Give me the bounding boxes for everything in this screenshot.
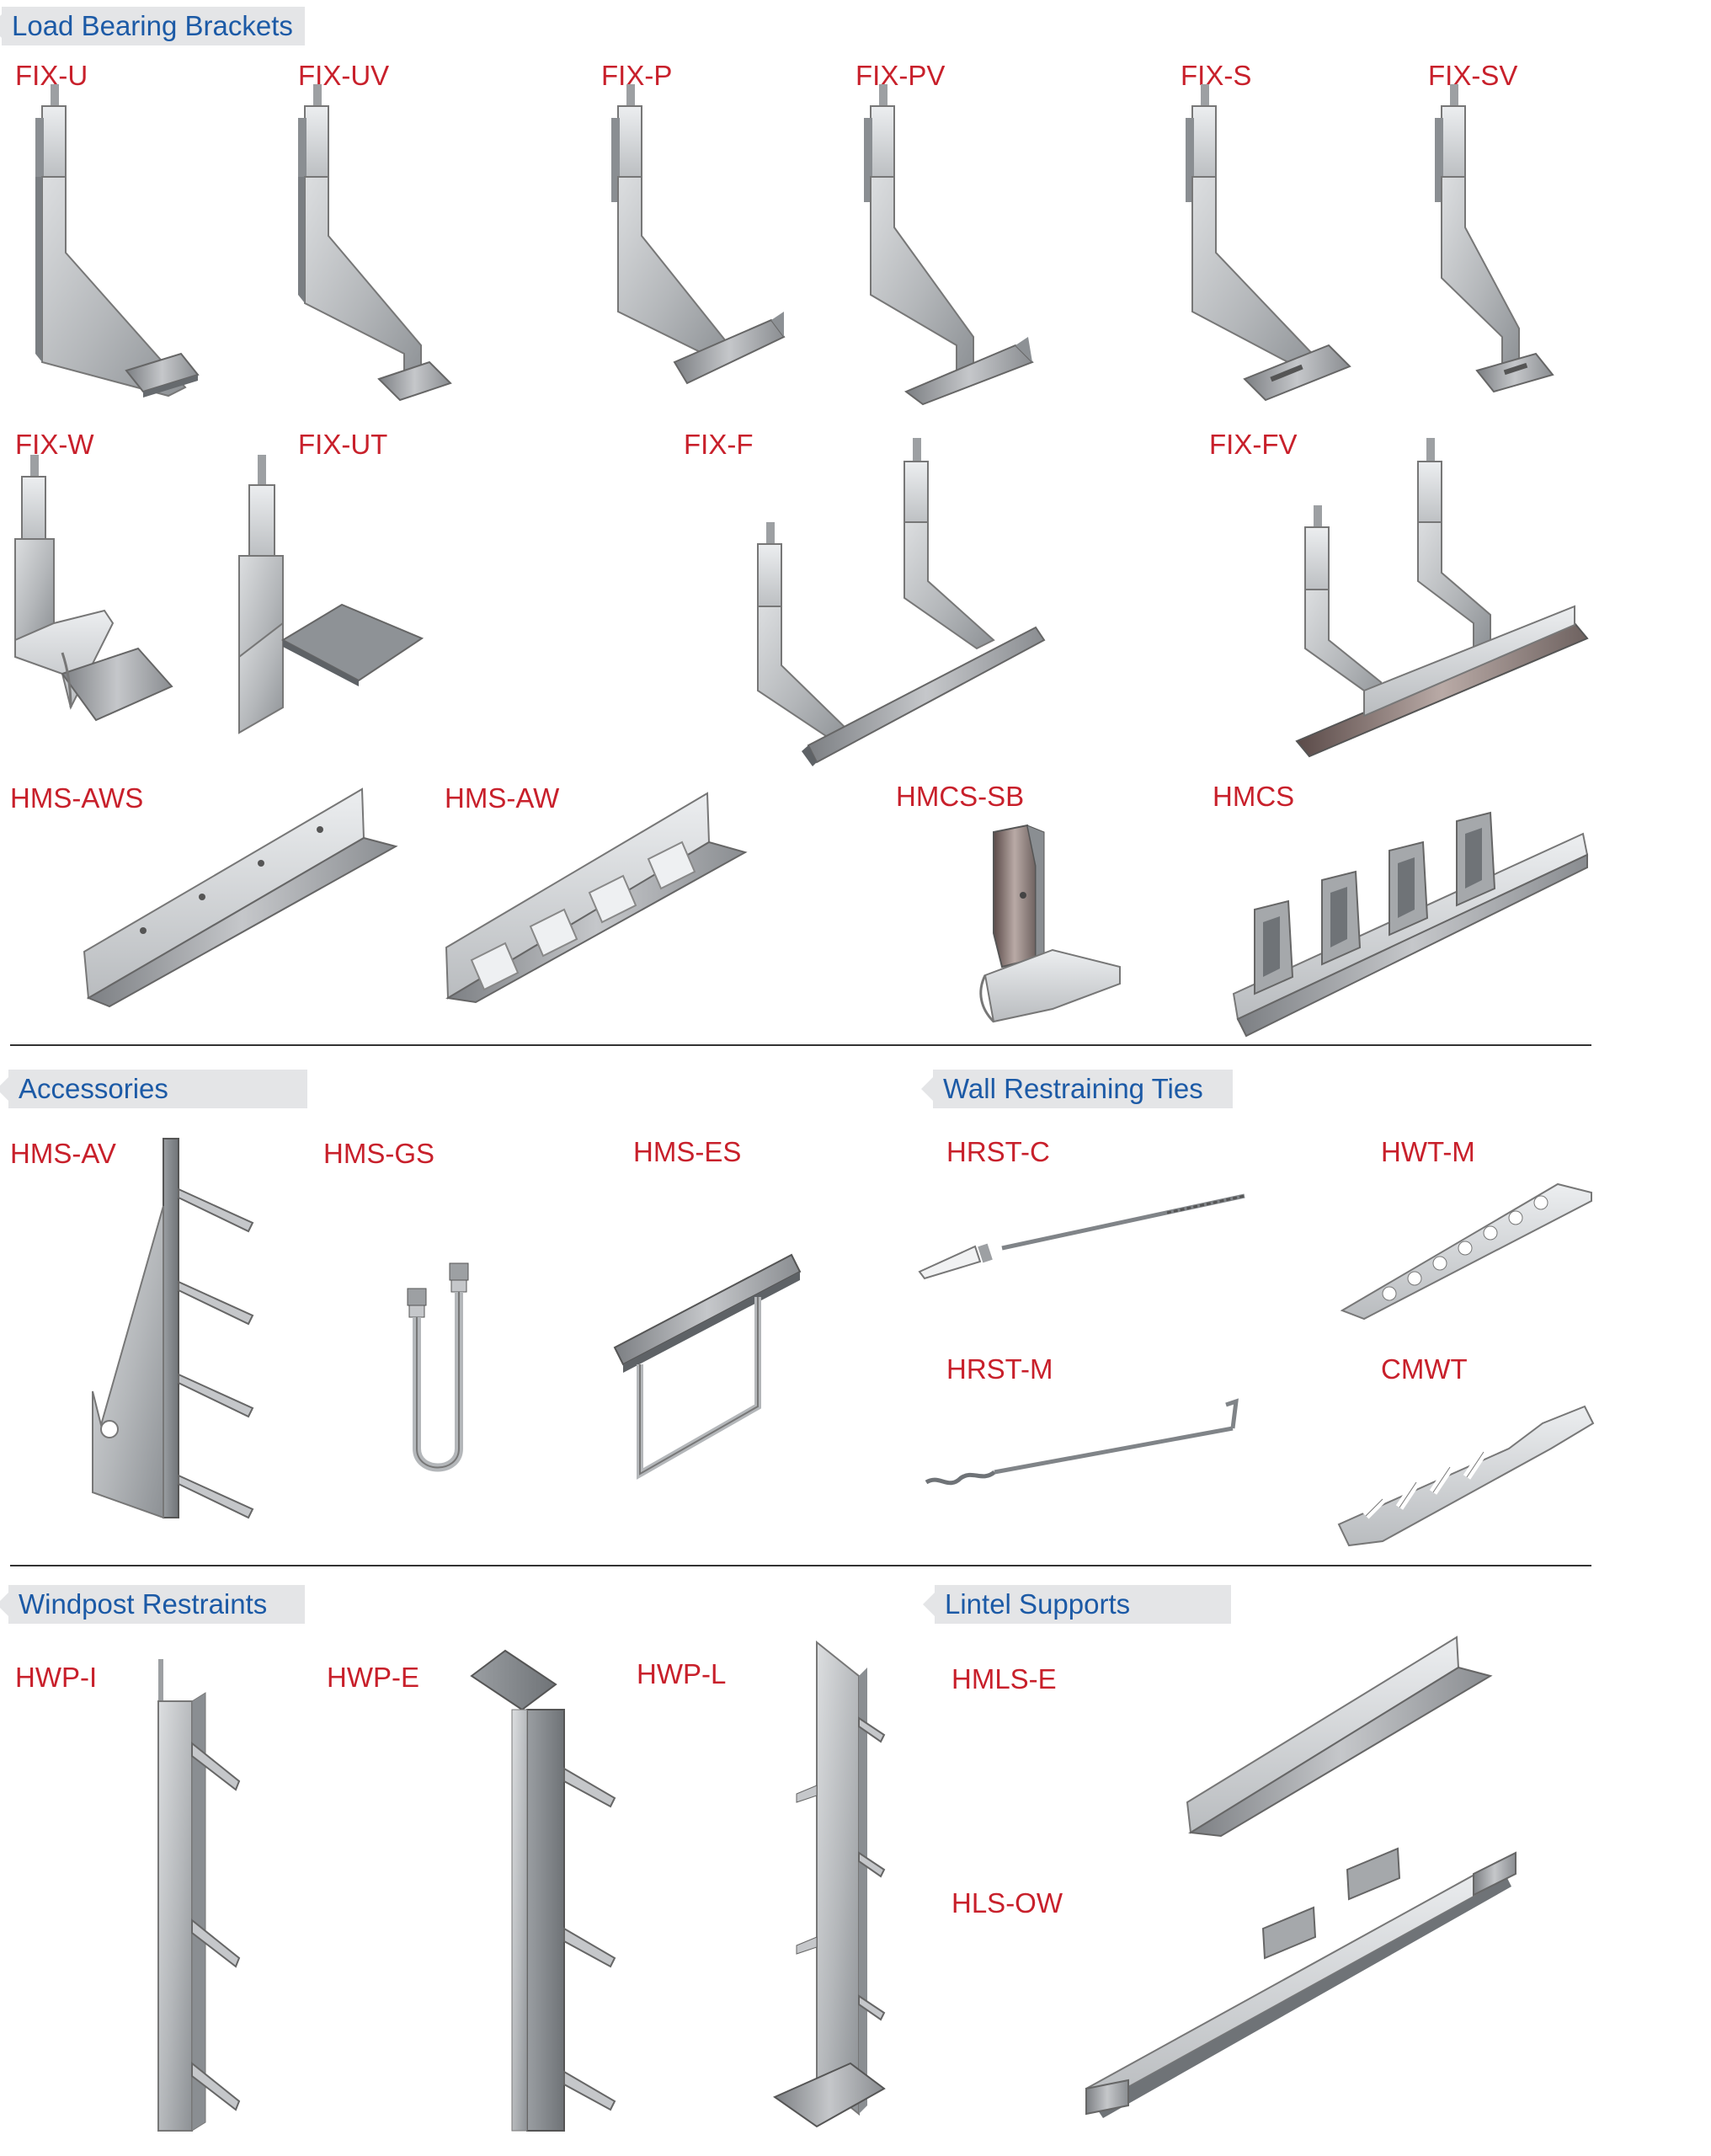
product-label-cmwt: CMWT <box>1381 1353 1468 1385</box>
hms-aw-angle-image <box>438 792 749 1004</box>
fix-uv-bracket-image <box>295 84 488 404</box>
fix-u-bracket-image <box>17 84 211 404</box>
fix-pv-bracket-image <box>856 84 1058 406</box>
section-divider <box>10 1565 1591 1566</box>
product-label-hms-av: HMS-AV <box>10 1138 116 1169</box>
fix-fv-bracket-image <box>1288 438 1591 758</box>
product-label-hms-aws: HMS-AWS <box>10 782 144 814</box>
hmls-e-lintel-image <box>1179 1634 1499 1838</box>
product-label-hrst-c: HRST-C <box>946 1136 1050 1167</box>
product-label-hmcs: HMCS <box>1213 781 1295 812</box>
product-label-hmcs-sb: HMCS-SB <box>896 781 1025 812</box>
product-label-fix-s: FIX-S <box>1181 60 1252 91</box>
product-label-hms-gs: HMS-GS <box>323 1138 434 1169</box>
hms-aws-angle-image <box>76 787 404 1008</box>
product-label-fix-fv: FIX-FV <box>1209 429 1298 460</box>
product-label-fix-w: FIX-W <box>15 429 94 460</box>
hrst-m-tie-image <box>923 1398 1243 1491</box>
hms-av-bracket-image <box>84 1138 269 1534</box>
fix-ut-bracket-image <box>232 455 434 734</box>
fix-sv-bracket-image <box>1426 84 1595 404</box>
product-label-hwp-l: HWP-L <box>637 1658 727 1689</box>
product-label-fix-p: FIX-P <box>601 60 673 91</box>
section-tab-load-bearing-brackets: Load Bearing Brackets <box>0 7 305 45</box>
product-label-fix-f: FIX-F <box>684 429 754 460</box>
section-tab-wall-restraining-ties: Wall Restraining Ties <box>921 1070 1233 1108</box>
hwp-l-windpost-image <box>766 1640 901 2131</box>
product-label-hrst-m: HRST-M <box>946 1353 1053 1385</box>
product-label-hwp-e: HWP-E <box>327 1662 419 1693</box>
section-tab-windpost-restraints: Windpost Restraints <box>0 1585 305 1624</box>
hrst-c-tie-image <box>914 1179 1251 1280</box>
hmcs-sb-channel-image <box>977 824 1128 1026</box>
product-label-fix-pv: FIX-PV <box>856 60 946 91</box>
product-label-hms-aw: HMS-AW <box>445 782 560 814</box>
product-label-fix-sv: FIX-SV <box>1428 60 1518 91</box>
section-tab-accessories: Accessories <box>0 1070 307 1108</box>
section-divider <box>10 1044 1591 1046</box>
hwt-m-tie-image <box>1339 1167 1600 1321</box>
fix-f-bracket-image <box>749 438 1046 766</box>
product-label-hwt-m: HWT-M <box>1381 1136 1475 1167</box>
hmcs-channel-image <box>1229 775 1591 1044</box>
section-tab-lintel-supports: Lintel Supports <box>923 1585 1231 1624</box>
hwp-e-windpost-image <box>470 1649 640 2132</box>
hms-gs-ubolt-image <box>396 1262 497 1482</box>
cmwt-tie-image <box>1332 1390 1602 1550</box>
product-label-fix-ut: FIX-UT <box>298 429 388 460</box>
hms-es-strap-image <box>606 1246 808 1482</box>
fix-s-bracket-image <box>1177 84 1379 404</box>
fix-p-bracket-image <box>603 84 797 404</box>
hwp-i-windpost-image <box>138 1642 256 2132</box>
hls-ow-lintel-image <box>1078 1836 1532 2122</box>
product-label-hmls-e: HMLS-E <box>951 1663 1057 1694</box>
product-label-hms-es: HMS-ES <box>633 1136 742 1167</box>
product-label-hwp-i: HWP-I <box>15 1662 98 1693</box>
product-label-hls-ow: HLS-OW <box>951 1887 1063 1919</box>
fix-w-bracket-image <box>12 455 180 733</box>
